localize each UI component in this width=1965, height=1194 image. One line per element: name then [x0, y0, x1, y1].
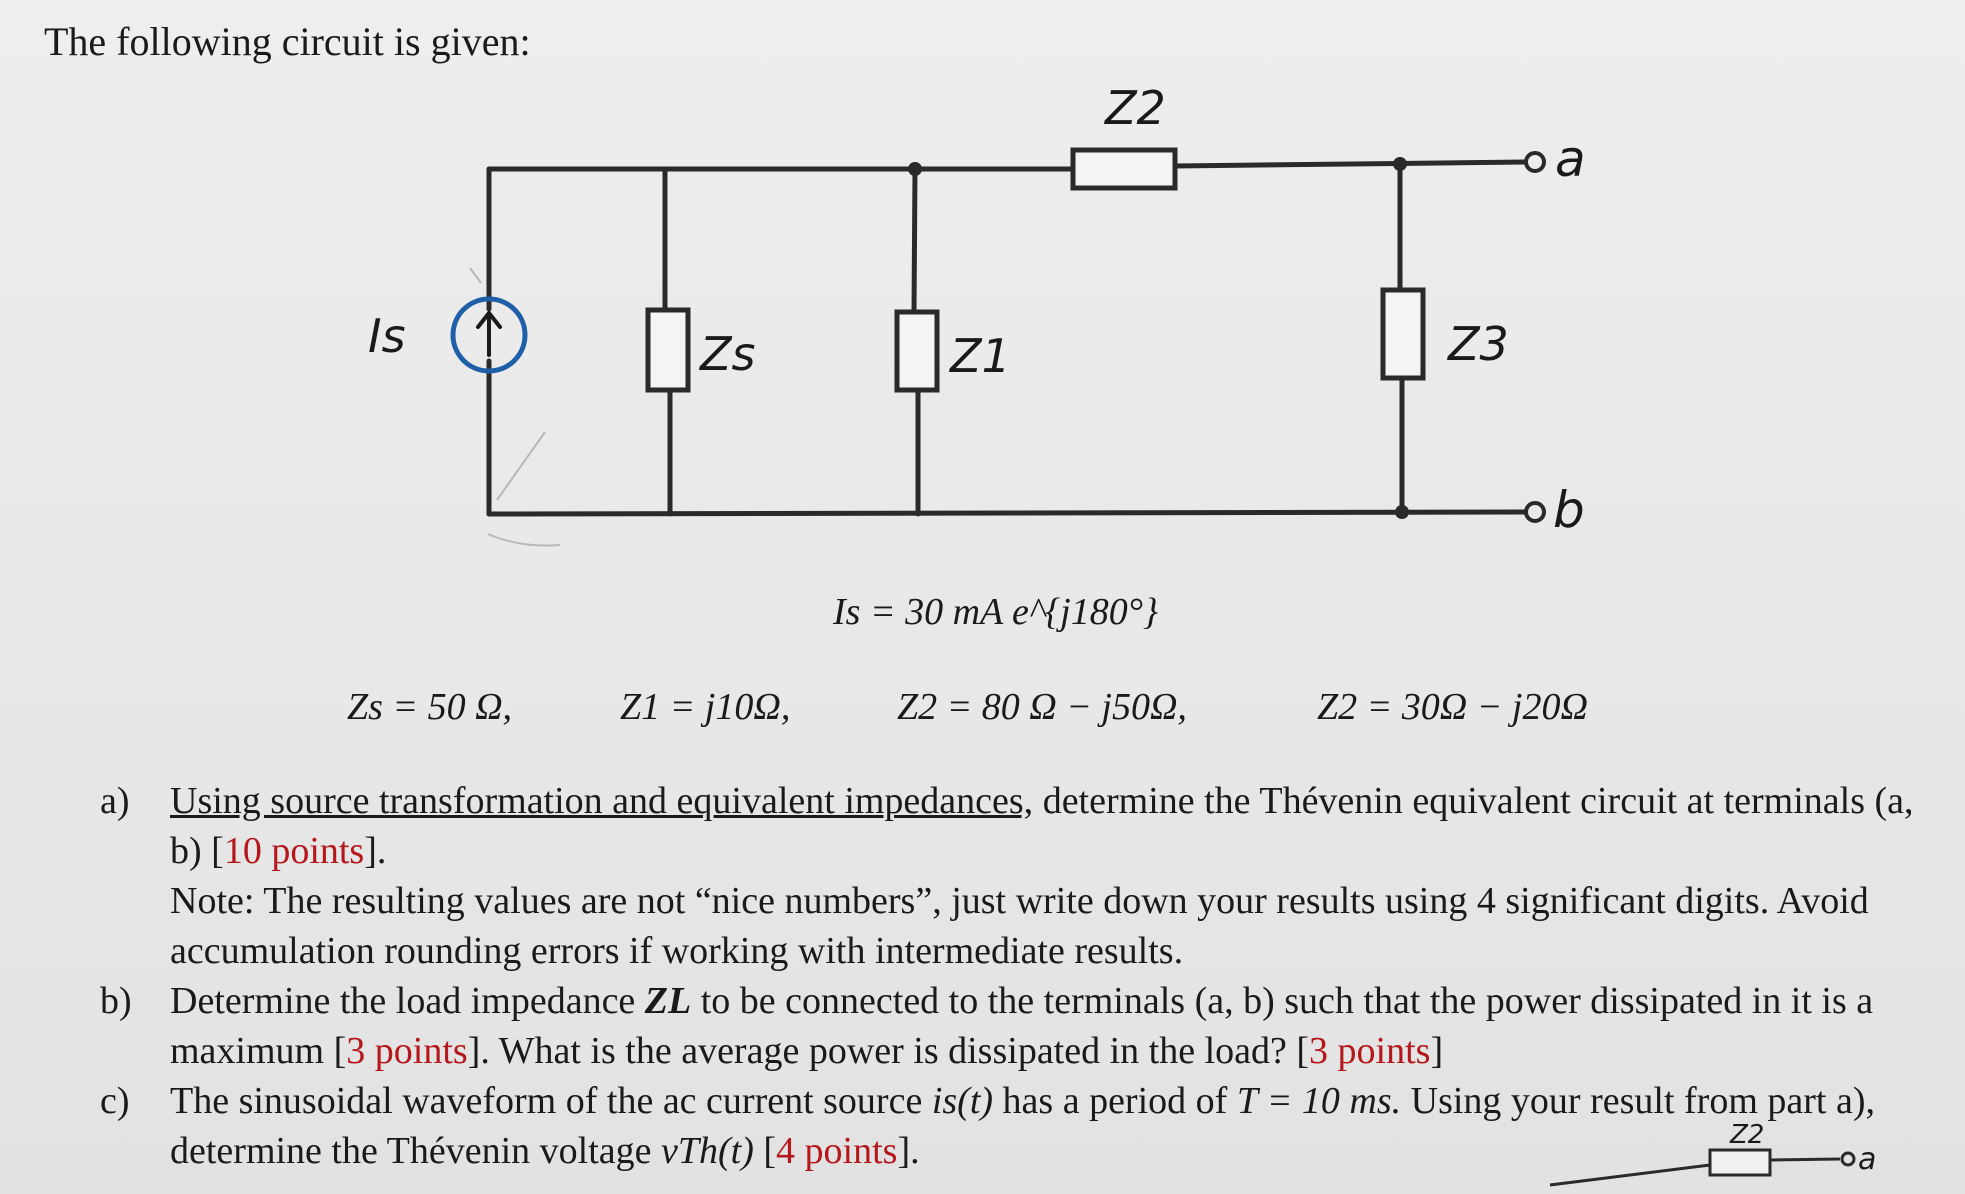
is-label: Is: [368, 309, 406, 363]
question-a-note: Note: The resulting values are not “nice…: [170, 880, 1869, 972]
z3-resistor: [1380, 287, 1426, 381]
question-c-text3: Using your result from part a), determin…: [170, 1080, 1875, 1172]
question-c-text4: [: [753, 1130, 777, 1172]
zs-resistor: [645, 307, 691, 393]
question-c-var2: T = 10 ms.: [1236, 1080, 1402, 1122]
sketch-z2-label: Z2: [1729, 1120, 1764, 1150]
question-b-text4: ]: [1430, 1030, 1444, 1072]
question-b: b) Determine the load impedance ZL to be…: [100, 976, 1940, 1076]
question-a-text2: ].: [364, 830, 387, 872]
terminal-b-label: b: [1553, 481, 1585, 539]
question-c-points: 4 points: [776, 1130, 898, 1172]
bottom-wire: [486, 509, 1528, 517]
question-b-letter: b): [100, 980, 132, 1022]
terminal-b-node: [1524, 501, 1546, 523]
question-a-letter: a): [100, 780, 130, 822]
question-b-text3: ]. What is the average power is dissipat…: [467, 1030, 1310, 1072]
question-c-text2: has a period of: [993, 1080, 1237, 1122]
question-b-text1: Determine the load impedance: [170, 980, 645, 1022]
question-b-points1: 3 points: [346, 1030, 468, 1072]
question-b-text2: to be connected to the terminals (a, b) …: [170, 980, 1874, 1072]
z1-equation: Z1 = j10Ω,: [620, 686, 791, 728]
zs-equation: Zs = 50 Ω,: [347, 686, 513, 728]
question-c-var1: is(t): [931, 1080, 994, 1122]
question-c-text1: The sinusoidal waveform of the ac curren…: [170, 1080, 932, 1122]
circuit-diagram: Is Zs Z1 Z2 Z3 a b: [368, 81, 1586, 547]
question-c-text5: ].: [897, 1130, 920, 1172]
question-a-points: 10 points: [223, 830, 365, 872]
question-list: a) Using source transformation and equiv…: [100, 776, 1940, 1176]
z3-equation: Z2 = 30Ω − j20Ω: [1317, 686, 1588, 728]
question-a: a) Using source transformation and equiv…: [100, 776, 1940, 976]
question-b-var: ZL: [644, 980, 692, 1022]
question-c: c) The sinusoidal waveform of the ac cur…: [100, 1076, 1940, 1176]
z3-label: Z3: [1446, 317, 1509, 371]
intro-text: The following circuit is given:: [44, 19, 531, 64]
terminal-a-label: a: [1555, 130, 1586, 188]
z2-equation: Z2 = 80 Ω − j50Ω,: [897, 686, 1187, 728]
question-b-points2: 3 points: [1309, 1030, 1431, 1072]
z1-label: Z1: [948, 329, 1011, 383]
question-c-var3: vTh(t): [661, 1130, 754, 1172]
question-a-underlined: Using source transformation and equivale…: [170, 780, 1034, 822]
sketch-terminal-a-label: a: [1858, 1142, 1876, 1177]
partial-circuit-sketch: Z2 a: [1549, 1120, 1876, 1187]
is-equation: Is = 30 mA e^{j180°}: [833, 591, 1159, 633]
z2-resistor: [1070, 147, 1178, 191]
arrow-up-icon: [476, 309, 502, 357]
zs-label: Zs: [698, 327, 755, 381]
z2-label: Z2: [1103, 81, 1166, 135]
question-c-letter: c): [100, 1080, 130, 1122]
z1-resistor: [894, 309, 940, 393]
terminal-a-node: [1524, 151, 1546, 173]
question-a-text1: determine the Thévenin equivalent circui…: [170, 780, 1914, 872]
current-source-circle: [450, 296, 528, 374]
